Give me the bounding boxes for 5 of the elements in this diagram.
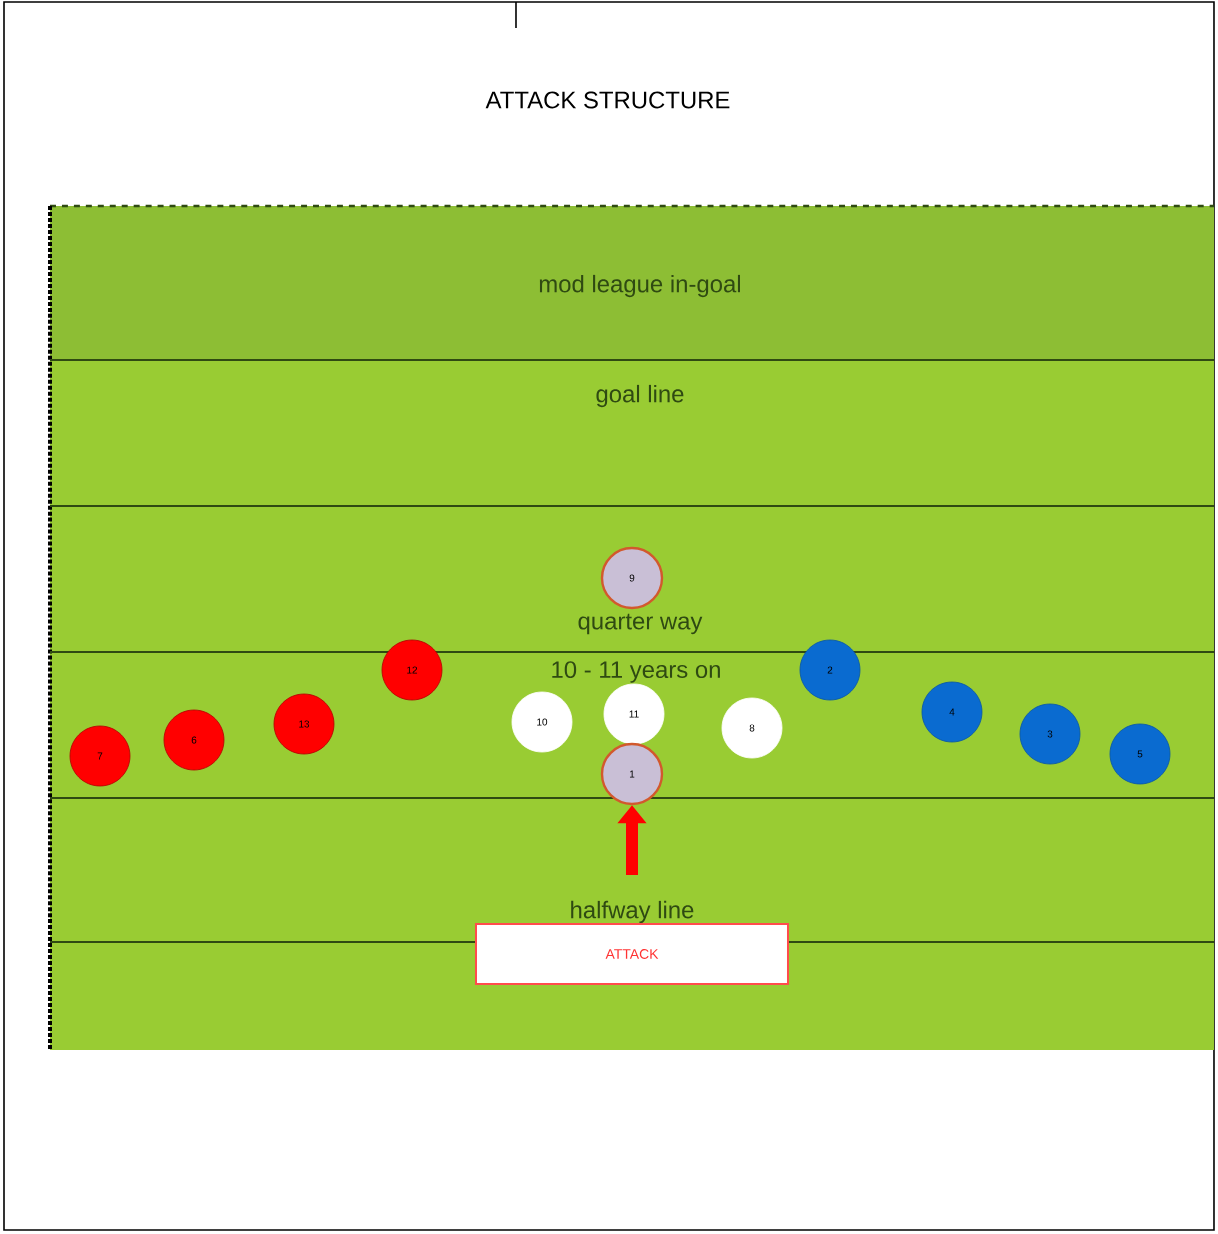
field-label: quarter way <box>578 613 703 635</box>
title: ATTACK STRUCTURE <box>485 91 730 109</box>
field-label: mod league in-goal <box>539 274 740 298</box>
field-label: 10 - 11 years on <box>552 661 720 683</box>
field-label: goal line <box>596 384 684 408</box>
